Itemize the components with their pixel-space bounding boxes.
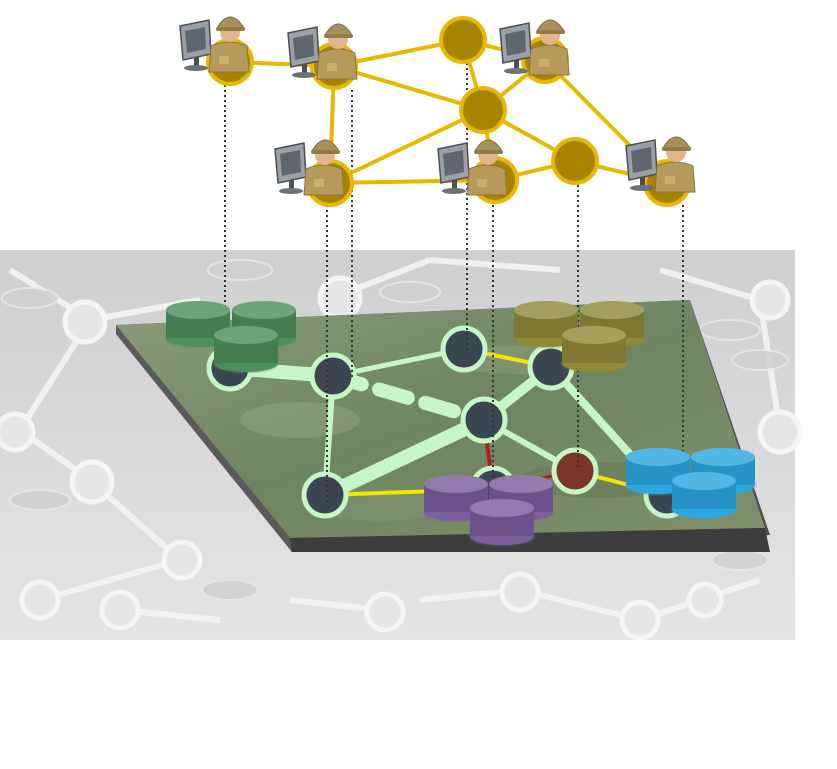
- storage-cluster-blue: [626, 448, 755, 518]
- database-cylinder-icon: [214, 326, 278, 372]
- terrain-node: [551, 447, 599, 495]
- soldier-at-computer-icon: [179, 16, 250, 73]
- storage-cluster-green: [166, 301, 296, 372]
- soldier-at-computer-icon: [499, 19, 570, 76]
- overlay-node: [551, 137, 599, 185]
- database-cylinder-icon: [514, 301, 578, 347]
- soldier-at-computer-icon: [274, 139, 345, 196]
- storage-cluster-purple: [424, 475, 553, 545]
- terrain-link: [326, 369, 491, 427]
- overlay-node: [459, 86, 507, 134]
- overlay-node: [439, 16, 487, 64]
- overlay-link: [328, 178, 497, 185]
- soldier-at-computer-icon: [287, 23, 358, 80]
- database-cylinder-icon: [470, 499, 534, 545]
- database-cylinder-icon: [672, 472, 736, 518]
- terrain-node: [309, 352, 357, 400]
- overlay-link: [332, 64, 485, 112]
- terrain-node: [301, 471, 349, 519]
- soldier-at-computer-icon: [437, 139, 508, 196]
- soldier-at-computer-icon: [625, 136, 696, 193]
- terrain-link: [318, 413, 491, 502]
- terrain-node: [440, 325, 488, 373]
- terrain-node: [460, 396, 508, 444]
- overlay-link: [328, 108, 485, 185]
- storage-cluster-olive: [514, 301, 644, 372]
- database-cylinder-icon: [562, 326, 626, 372]
- storage-clusters: [166, 301, 755, 545]
- overlay-operators: [179, 16, 696, 196]
- projection-lines: [224, 63, 684, 520]
